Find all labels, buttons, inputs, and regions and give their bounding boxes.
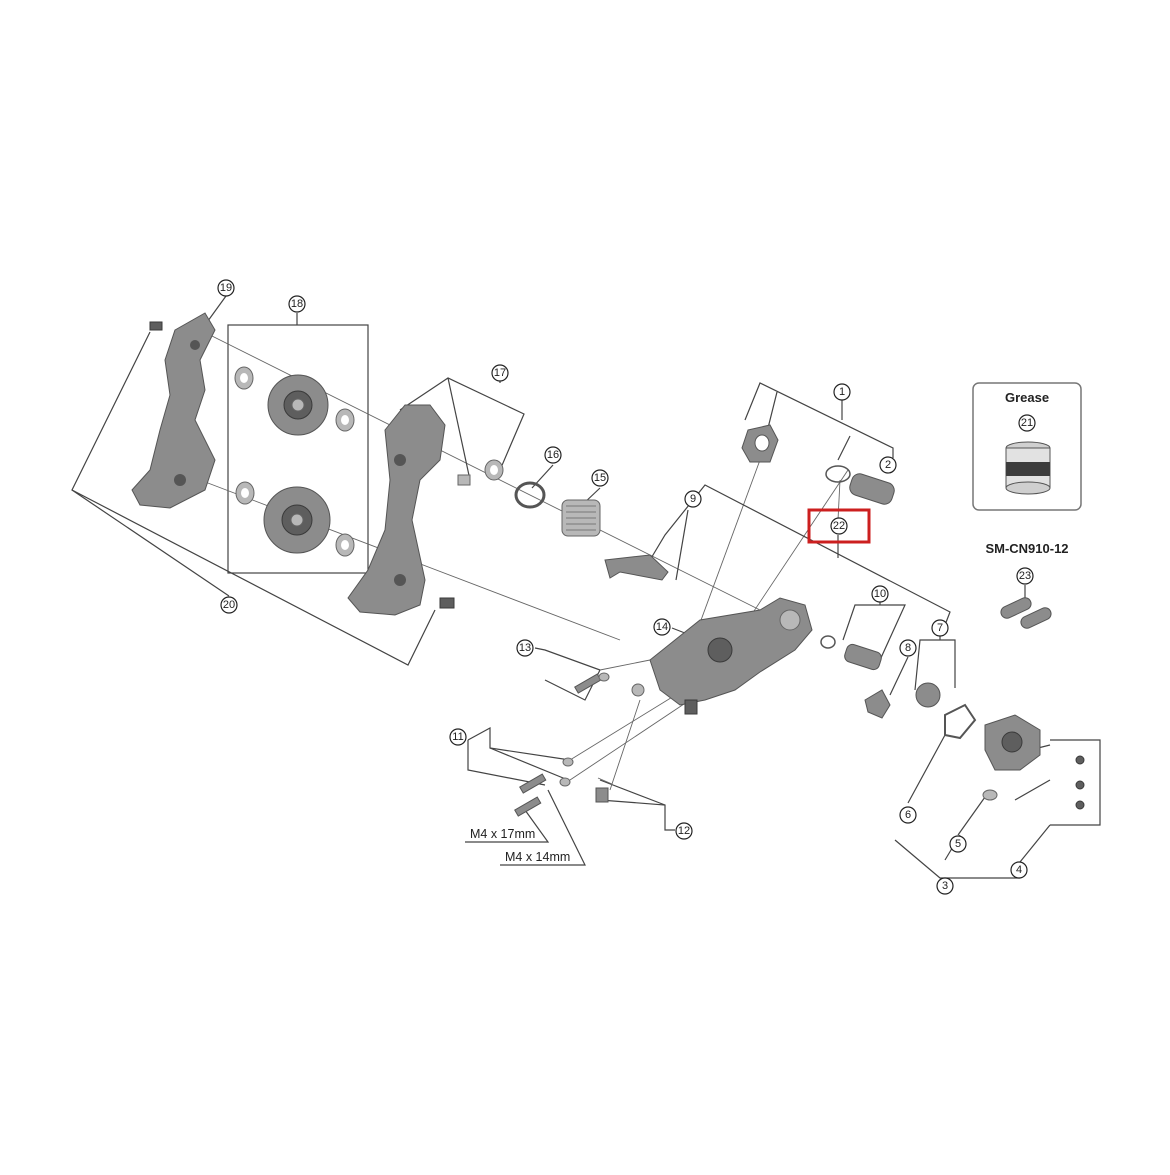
svg-text:10: 10 (874, 588, 886, 600)
derailleur-main-body (631, 597, 813, 715)
svg-text:13: 13 (519, 642, 531, 654)
grease-jar-icon (1005, 441, 1051, 495)
svg-text:15: 15 (594, 472, 606, 484)
quick-link-icon (1000, 597, 1052, 629)
callout-16: 16 (544, 446, 562, 464)
callout-13: 13 (516, 639, 534, 657)
upper-pulley-icon (267, 374, 329, 436)
callout-14: 14 (653, 618, 671, 636)
bolts (514, 672, 613, 817)
svg-text:23: 23 (1019, 570, 1031, 582)
stabilizer-unit (982, 714, 1085, 810)
callout-17: 17 (491, 364, 509, 382)
link-stopper (604, 554, 669, 581)
callout-21: 21 (1018, 414, 1036, 432)
callout-22: 22 (830, 517, 848, 535)
callout-4: 4 (1010, 861, 1028, 879)
svg-text:19: 19 (220, 282, 232, 294)
callout-8: 8 (899, 639, 917, 657)
svg-text:11: 11 (452, 731, 463, 743)
callout-15: 15 (591, 469, 609, 487)
leader-lines (71, 295, 1101, 879)
callout-7: 7 (931, 619, 949, 637)
highlight-box (807, 508, 871, 544)
callout-12: 12 (675, 822, 693, 840)
inner-cage-plate (347, 404, 504, 616)
svg-text:18: 18 (291, 298, 303, 310)
callout-11: 11 (449, 728, 467, 746)
callout-19: 19 (217, 279, 235, 297)
callout-5: 5 (949, 835, 967, 853)
svg-text:16: 16 (547, 449, 559, 461)
bolt-dimension-long: M4 x 17mm (470, 827, 535, 841)
adjust-parts (820, 635, 977, 740)
callout-10: 10 (871, 585, 889, 603)
cage-clip (514, 481, 546, 509)
svg-text:22: 22 (833, 520, 845, 532)
svg-text:1: 1 (839, 386, 845, 398)
svg-text:5: 5 (955, 838, 961, 850)
lower-pulley-icon (263, 486, 331, 554)
svg-text:7: 7 (937, 622, 943, 634)
callout-18: 18 (288, 295, 306, 313)
callout-2: 2 (879, 456, 897, 474)
svg-text:20: 20 (223, 599, 235, 611)
outer-cage-plate (131, 312, 216, 509)
callout-9: 9 (684, 490, 702, 508)
callout-6: 6 (899, 806, 917, 824)
callout-23: 23 (1016, 567, 1034, 585)
grease-panel: Grease (972, 382, 1082, 511)
bracket-axle-parts (741, 424, 895, 505)
cage-spring-icon (561, 499, 601, 537)
svg-text:8: 8 (905, 642, 911, 654)
svg-text:4: 4 (1016, 864, 1022, 876)
callout-1: 1 (833, 383, 851, 401)
callout-3: 3 (936, 877, 954, 895)
svg-text:12: 12 (678, 825, 690, 837)
grease-title: Grease (1005, 390, 1049, 405)
axle-bolt-icon (849, 473, 895, 505)
chain-model-label: SM-CN910-12 (985, 541, 1068, 556)
callout-20: 20 (220, 596, 238, 614)
svg-text:6: 6 (905, 809, 911, 821)
svg-text:21: 21 (1021, 417, 1033, 429)
svg-text:9: 9 (690, 493, 696, 505)
svg-text:2: 2 (885, 459, 891, 471)
pulley-set (234, 366, 355, 557)
svg-text:3: 3 (942, 880, 948, 892)
svg-text:14: 14 (656, 621, 668, 633)
svg-text:17: 17 (494, 367, 506, 379)
bolt-dimension-short: M4 x 14mm (505, 850, 570, 864)
